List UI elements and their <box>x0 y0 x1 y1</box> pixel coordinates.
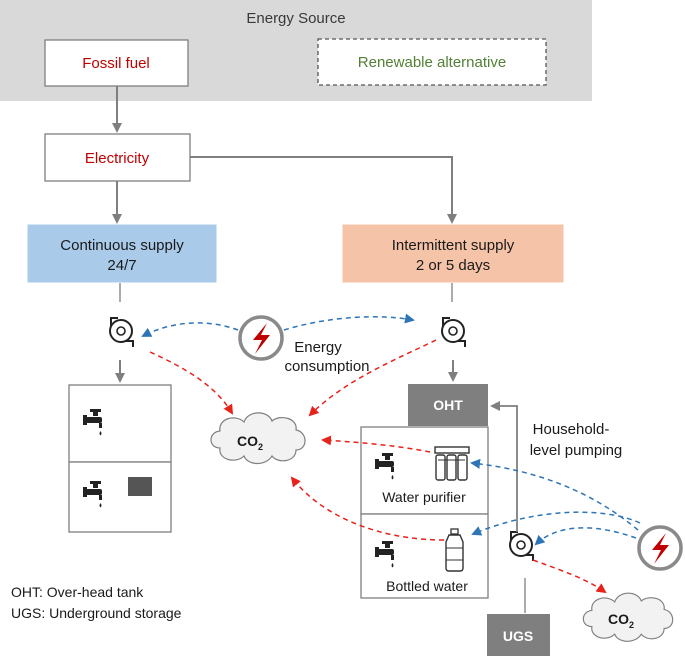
pump-icon <box>509 531 534 562</box>
pump-icon <box>109 317 134 348</box>
household-pumping-line1: Household- <box>533 421 610 438</box>
renewable-alternative-label: Renewable alternative <box>358 54 506 71</box>
continuous-supply-box <box>27 224 217 283</box>
arrow-household-pump-to-oht <box>490 401 518 532</box>
continuous-tap-box-lower <box>68 461 172 533</box>
pump-icon <box>441 317 466 348</box>
emission-arrow-household-pump <box>532 559 607 594</box>
energy-consumption-line2: consumption <box>284 358 369 375</box>
water-purifier-label: Water purifier <box>382 489 466 505</box>
co2-label-center: CO2 <box>237 433 263 452</box>
emission-arrow-intermittent <box>308 339 437 417</box>
energy-consumption-line1: Energy <box>294 339 342 356</box>
water-purifier-icon <box>434 446 470 481</box>
emission-arrow-bottled <box>290 476 445 541</box>
energy-arrow-to-continuous-pump <box>141 322 239 337</box>
energy-source-title: Energy Source <box>246 10 345 27</box>
energy-arrow-to-bottled <box>471 511 641 536</box>
energy-arrow-to-purifier <box>470 458 639 531</box>
intermittent-supply-line2: 2 or 5 days <box>416 257 490 274</box>
continuous-supply-line2: 24/7 <box>107 257 136 274</box>
intermittent-supply-line1: Intermittent supply <box>392 237 515 254</box>
fossil-fuel-label: Fossil fuel <box>82 55 150 72</box>
storage-block-icon <box>128 477 152 496</box>
co2-label-right: CO2 <box>608 611 634 630</box>
electricity-label: Electricity <box>85 150 150 167</box>
arrow-electricity-to-intermittent <box>190 156 457 224</box>
oht-label: OHT <box>433 397 463 413</box>
energy-arrow-to-household-pump <box>534 527 637 546</box>
household-pumping-line2: level pumping <box>530 442 623 459</box>
fossil-fuel-box <box>44 39 189 87</box>
water-bottle-icon <box>445 528 464 572</box>
co2-cloud-center <box>210 412 306 465</box>
legend-ugs: UGS: Underground storage <box>11 605 182 621</box>
oht-box <box>408 384 488 426</box>
continuous-supply-line1: Continuous supply <box>60 237 184 254</box>
emission-arrow-continuous <box>149 351 234 415</box>
intermittent-supply-box <box>342 224 564 283</box>
bottled-water-label: Bottled water <box>386 578 468 594</box>
ugs-box <box>487 614 550 656</box>
ugs-label: UGS <box>503 628 533 644</box>
renewable-alternative-box <box>317 38 547 86</box>
bottled-water-box <box>360 513 489 599</box>
energy-arrow-to-intermittent-pump <box>283 313 415 331</box>
emission-arrow-purifier <box>321 435 431 453</box>
legend-oht: OHT: Over-head tank <box>11 584 144 600</box>
lightning-icon <box>637 525 683 571</box>
lightning-icon <box>238 315 284 361</box>
